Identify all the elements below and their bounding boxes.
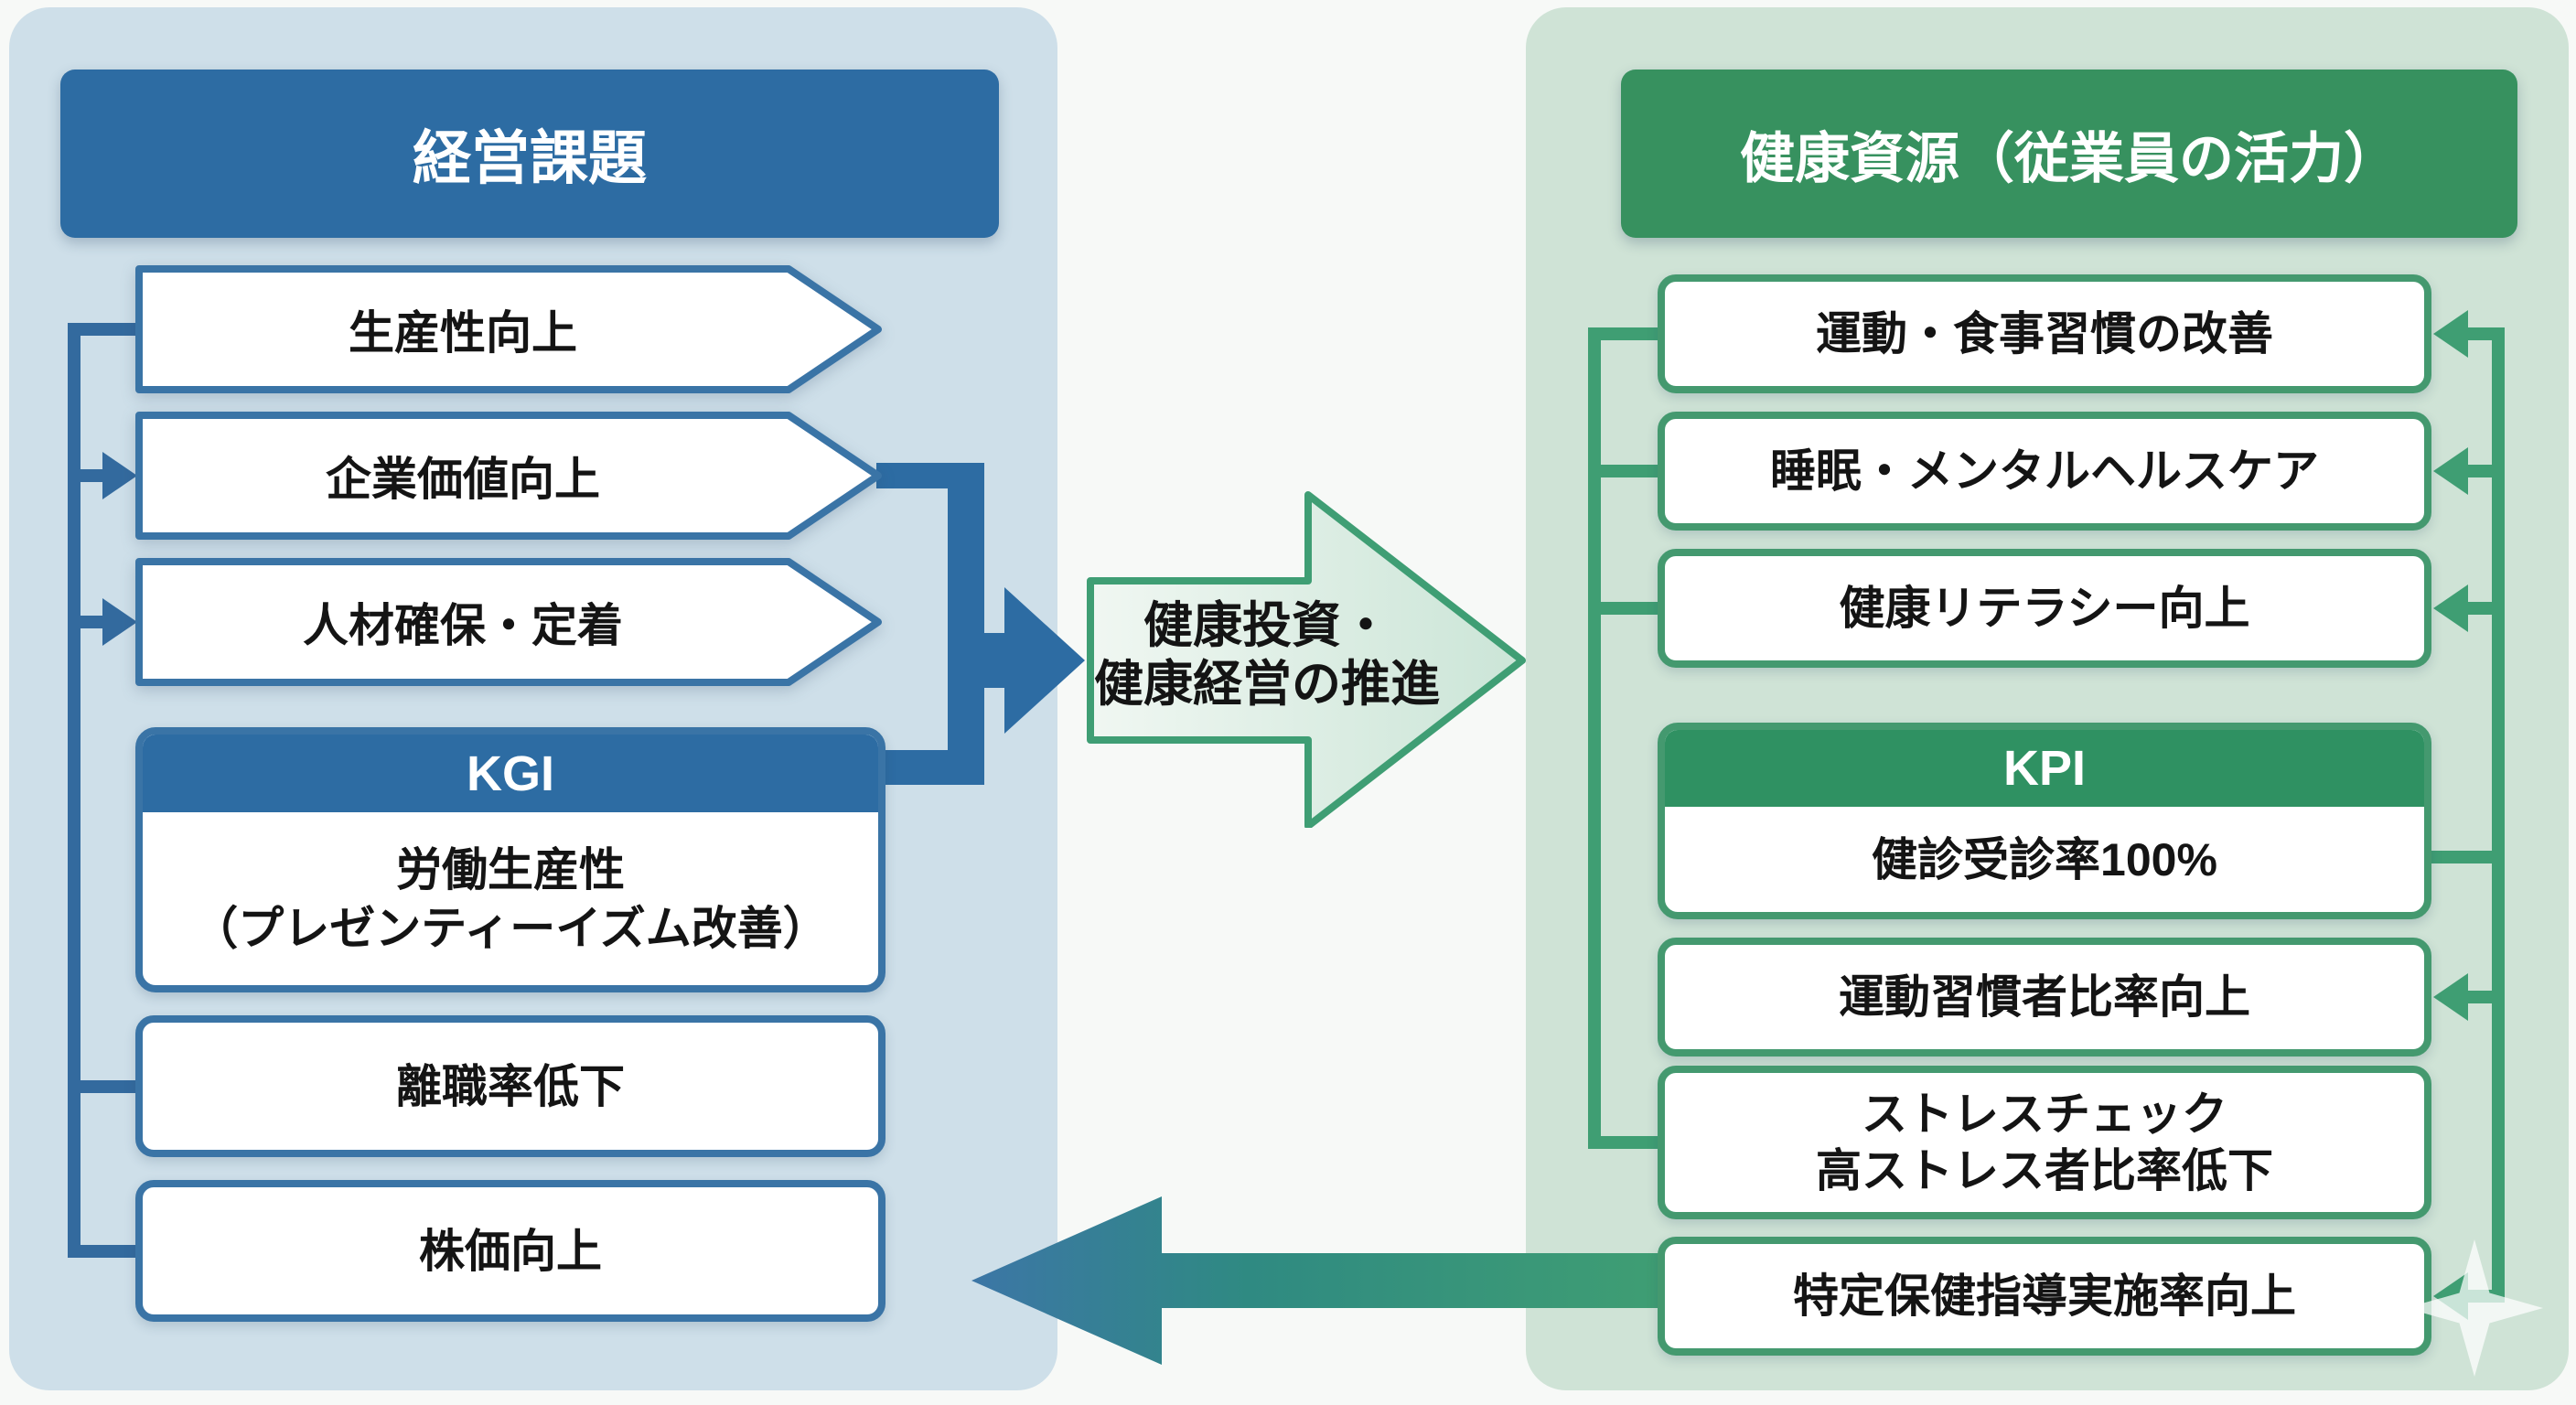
kgi-content: 労働生産性 （プレゼンティーイズム改善） bbox=[143, 812, 878, 985]
box-sleep-mental-care: 睡眠・メンタルヘルスケア bbox=[1658, 412, 2431, 531]
kpi-content-label: 健診受診率100% bbox=[1872, 833, 2217, 885]
box-label-line2: 高ストレス者比率低下 bbox=[1816, 1145, 2273, 1196]
arrow-box-talent-retention: 人材確保・定着 bbox=[135, 558, 886, 686]
box-exercise-ratio: 運動習慣者比率向上 bbox=[1658, 938, 2431, 1056]
box-label: 離職率低下 bbox=[396, 1060, 625, 1112]
blue-connector-shaft bbox=[984, 633, 1006, 688]
promotion-arrow-line1: 健康投資・ bbox=[1143, 598, 1390, 653]
box-label-line1: ストレスチェック bbox=[1862, 1089, 2227, 1140]
kgi-group: KGI 労働生産性 （プレゼンティーイズム改善） bbox=[135, 727, 886, 992]
arrow-box-productivity: 生産性向上 bbox=[135, 265, 886, 393]
connector-stub-literacy bbox=[1599, 602, 1661, 615]
connector-stub-productivity bbox=[79, 323, 139, 336]
arrow-box-label: 生産性向上 bbox=[349, 307, 577, 359]
box-stress-check: ストレスチェック 高ストレス者比率低下 bbox=[1658, 1066, 2431, 1219]
kgi-header: KGI bbox=[143, 735, 878, 812]
management-issues-header: 経営課題 bbox=[60, 70, 999, 238]
promotion-arrow bbox=[1087, 491, 1526, 828]
arrow-box-label: 企業価値向上 bbox=[326, 454, 600, 505]
box-label: 特定保健指導実施率向上 bbox=[1793, 1271, 2296, 1322]
kgi-content-line2: （プレゼンティーイズム改善） bbox=[192, 902, 829, 954]
right-chevron-shape bbox=[135, 412, 882, 540]
feedback-arrow bbox=[971, 1196, 1662, 1365]
connector-arrow-stub bbox=[2464, 991, 2494, 1003]
kpi-content: 健診受診率100% bbox=[1665, 807, 2424, 912]
connector-stub-turnover bbox=[79, 1080, 139, 1093]
box-stock-price: 株価向上 bbox=[135, 1180, 886, 1322]
kpi-title: KPI bbox=[2002, 741, 2087, 796]
connector-stub-checkup-rate bbox=[2430, 851, 2494, 863]
box-label: 株価向上 bbox=[419, 1225, 602, 1277]
blue-connector-kgi-stub bbox=[880, 750, 984, 785]
right-arrowhead-icon bbox=[102, 598, 137, 646]
panel-management-issues bbox=[9, 7, 1057, 1390]
connector-arrow-stub bbox=[2464, 602, 2494, 615]
left-arrowhead-icon bbox=[2433, 310, 2468, 358]
box-label: 運動・食事習慣の改善 bbox=[1816, 308, 2273, 359]
connector-right-panel-right-vline bbox=[2492, 327, 2505, 1303]
right-chevron-shape bbox=[135, 558, 882, 686]
right-chevron-shape bbox=[135, 265, 882, 393]
kgi-content-line1: 労働生産性 bbox=[396, 843, 625, 896]
right-arrowhead-icon bbox=[102, 452, 137, 499]
connector-stub-stress-check bbox=[1599, 1136, 1661, 1149]
connector-stub-corporate-value bbox=[79, 469, 104, 482]
kpi-group: KPI 健診受診率100% bbox=[1658, 723, 2431, 919]
arrow-box-label: 人材確保・定着 bbox=[303, 600, 623, 651]
connector-stub-stock bbox=[79, 1245, 139, 1258]
connector-arrow-stub bbox=[2464, 465, 2494, 477]
kgi-title: KGI bbox=[466, 745, 554, 801]
connector-right-panel-left-vline bbox=[1588, 327, 1601, 1149]
health-resources-header-label: 健康資源（従業員の活力） bbox=[1740, 127, 2399, 189]
left-arrowhead-icon bbox=[2433, 447, 2468, 495]
left-arrowhead-icon bbox=[2433, 585, 2468, 632]
box-label: 睡眠・メンタルヘルスケア bbox=[1770, 445, 2319, 497]
blue-connector-vbar bbox=[948, 463, 984, 785]
kpi-header: KPI bbox=[1665, 730, 2424, 807]
connector-arrow-stub bbox=[2464, 327, 2494, 340]
right-arrowhead-icon bbox=[1004, 587, 1085, 734]
arrow-box-corporate-value: 企業価値向上 bbox=[135, 412, 886, 540]
box-turnover-decline: 離職率低下 bbox=[135, 1015, 886, 1157]
connector-stub-talent bbox=[79, 616, 104, 628]
connector-stub-exercise-diet bbox=[1599, 327, 1661, 340]
promotion-arrow-line2: 健康経営の推進 bbox=[1094, 657, 1440, 712]
management-issues-header-label: 経営課題 bbox=[413, 125, 647, 191]
left-arrowhead-icon bbox=[2433, 973, 2468, 1021]
promotion-arrow-label: 健康投資・ 健康経営の推進 bbox=[1052, 596, 1482, 713]
box-label: 健康リテラシー向上 bbox=[1839, 583, 2250, 634]
box-health-guidance: 特定保健指導実施率向上 bbox=[1658, 1237, 2431, 1356]
connector-left-vline bbox=[68, 323, 80, 1258]
box-exercise-diet: 運動・食事習慣の改善 bbox=[1658, 274, 2431, 393]
connector-stub-sleep-mental bbox=[1599, 465, 1661, 477]
health-resources-header: 健康資源（従業員の活力） bbox=[1621, 70, 2517, 238]
box-label: 運動習慣者比率向上 bbox=[1839, 971, 2250, 1023]
box-health-literacy: 健康リテラシー向上 bbox=[1658, 549, 2431, 668]
